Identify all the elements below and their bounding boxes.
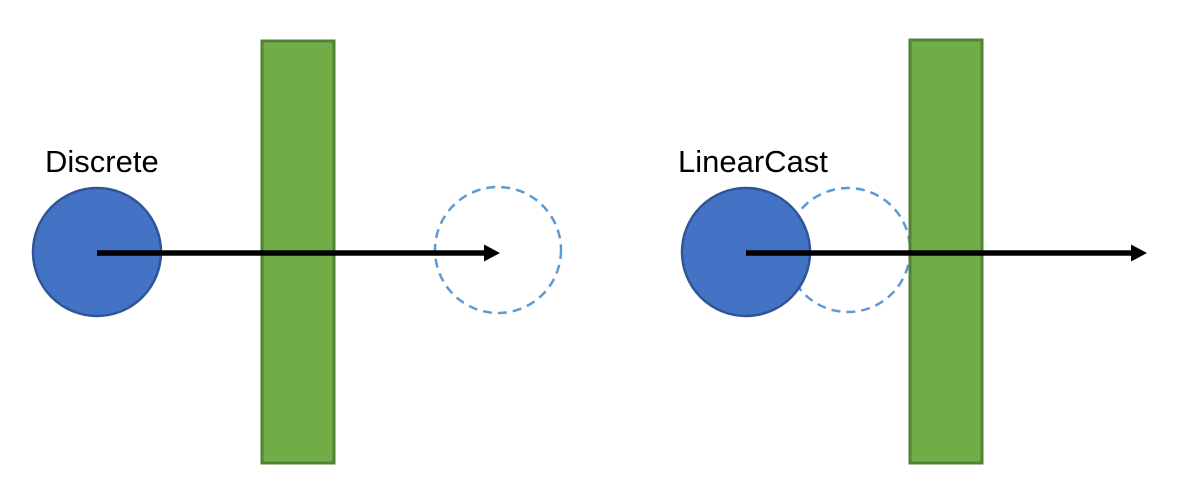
panel-linearcast: LinearCast — [678, 38, 1147, 465]
panel-discrete: Discrete — [31, 39, 563, 465]
velocity-arrowhead-discrete — [484, 244, 500, 262]
linearcast-label: LinearCast — [678, 144, 828, 179]
velocity-arrowhead-linearcast — [1131, 244, 1147, 262]
ghost-ball-discrete — [433, 185, 563, 315]
discrete-label: Discrete — [45, 144, 159, 179]
